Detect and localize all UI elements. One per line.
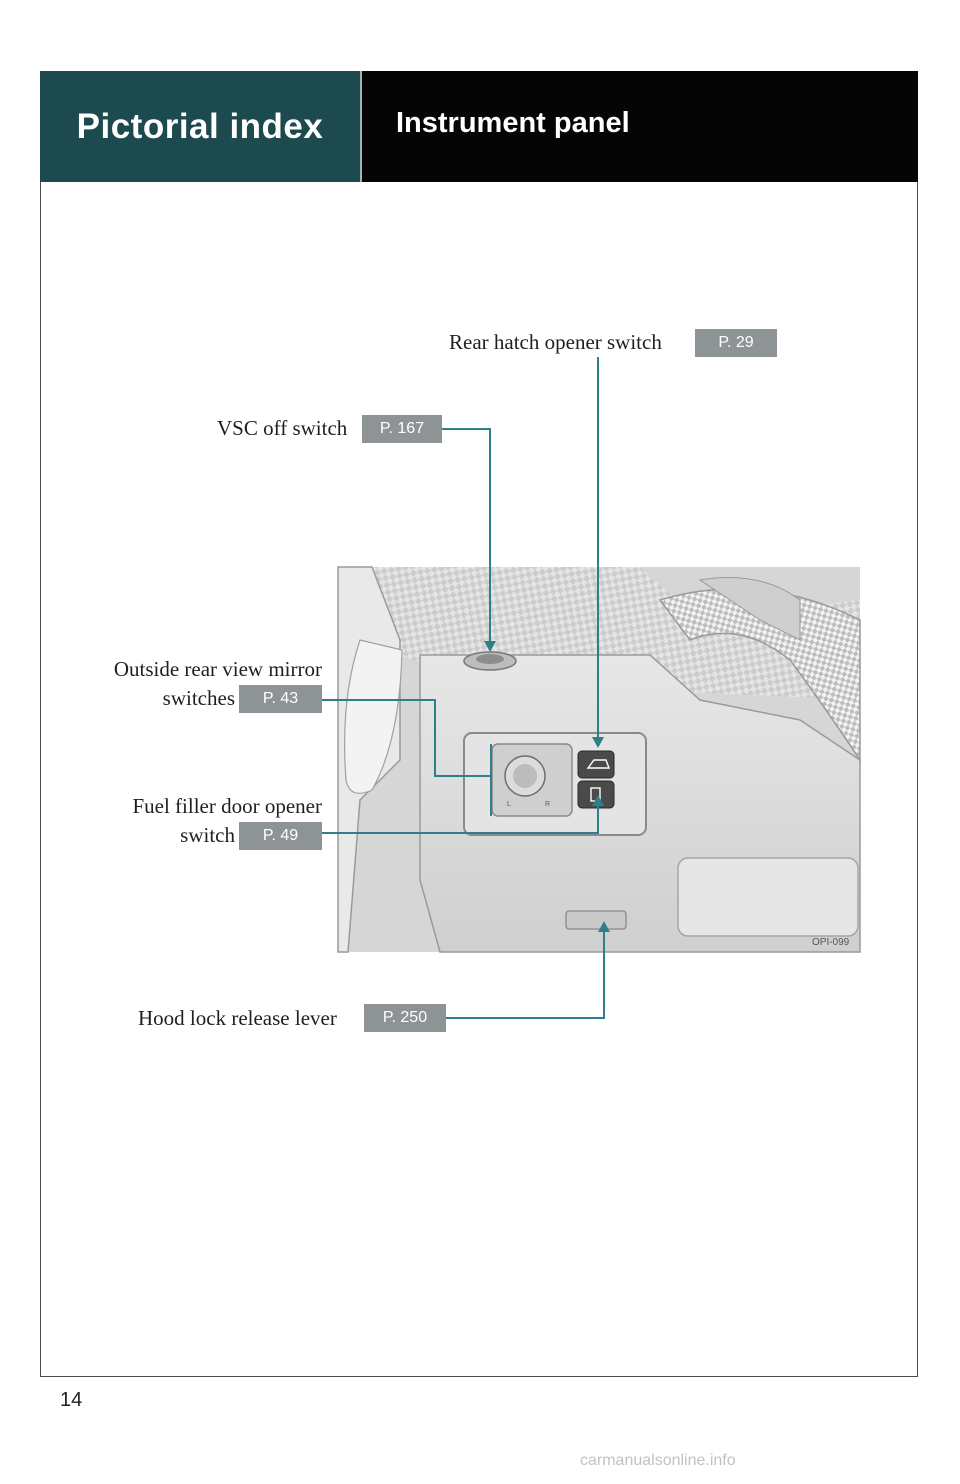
car-icon (586, 759, 611, 769)
page-header: Pictorial index Instrument panel (40, 71, 918, 182)
rear-hatch-switch (577, 750, 615, 779)
fuel-label-line1: Fuel filler door opener (132, 794, 322, 818)
vsc-button-cap (476, 654, 504, 664)
mirror-left-mark: L (507, 801, 511, 808)
mirror-page-ref[interactable]: P. 43 (239, 685, 322, 713)
steering-column (698, 577, 801, 641)
page-number: 14 (60, 1389, 83, 1411)
rear-hatch-page-ref[interactable]: P. 29 (695, 329, 777, 357)
mirror-label-line2: switches (162, 686, 235, 710)
vsc-page-ref[interactable]: P. 167 (362, 415, 442, 443)
hood-release-lever (565, 910, 627, 930)
hood-label: Hood lock release lever (138, 1006, 337, 1030)
mirror-leader (322, 699, 491, 777)
hood-arrowhead (598, 921, 610, 932)
figure-code: OPI-099 (812, 937, 850, 948)
fuel-door-switch (577, 780, 615, 809)
vsc-label: VSC off switch (217, 416, 348, 440)
mirror-label-line1: Outside rear view mirror (113, 657, 322, 681)
fuel-label-line2: switch (180, 823, 235, 847)
vsc-arrowhead (484, 641, 496, 652)
knee-panel (677, 857, 859, 937)
fuel-arrowhead (592, 795, 604, 806)
rear-hatch-label: Rear hatch opener switch (449, 330, 662, 354)
fuel-page-ref[interactable]: P. 49 (239, 822, 322, 850)
watermark: carmanualsonline.info (580, 1452, 736, 1469)
door-trim (344, 639, 403, 794)
hood-leader (446, 932, 605, 1019)
hood-page-ref[interactable]: P. 250 (364, 1004, 446, 1032)
leader-lines (322, 357, 605, 1019)
fuel-leader (322, 806, 599, 834)
vsc-leader (442, 428, 491, 645)
leader-arrows (484, 641, 610, 932)
section-tab: Pictorial index (40, 71, 362, 182)
page-title: Instrument panel (362, 71, 918, 182)
hatch-arrowhead (592, 737, 604, 748)
mirror-right-mark: R (545, 801, 550, 808)
mirror-knob-center (513, 764, 537, 788)
